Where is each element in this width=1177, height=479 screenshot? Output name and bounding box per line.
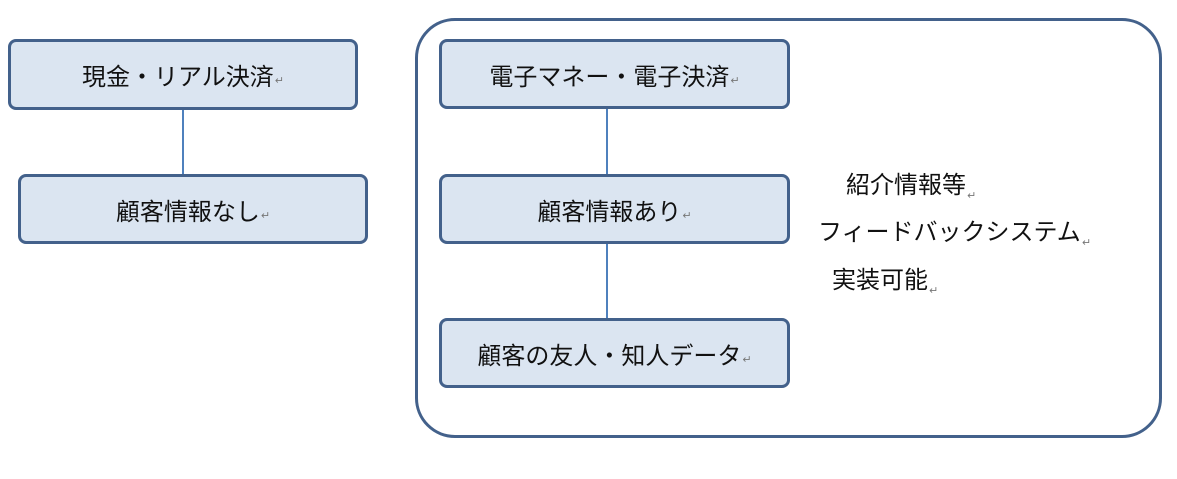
- paragraph-mark-icon: ↵: [742, 352, 752, 366]
- electronic-payment-group-frame: [415, 18, 1162, 438]
- implementable-text: 実装可能: [832, 266, 928, 294]
- paragraph-mark-icon: ↵: [929, 284, 939, 297]
- referral-info-note: 紹介情報等↵: [846, 165, 977, 202]
- electronic-payment-label: 電子マネー・電子決済: [489, 62, 730, 91]
- right-connector-line-upper: [606, 109, 608, 174]
- implementable-note: 実装可能↵: [832, 260, 939, 297]
- cash-payment-label: 現金・リアル決済: [82, 63, 274, 91]
- no-customer-info-label: 顧客情報なし: [115, 197, 260, 226]
- electronic-payment-box: 電子マネー・電子決済↵: [439, 39, 790, 109]
- cash-payment-box: 現金・リアル決済↵: [8, 39, 358, 110]
- referral-info-text: 紹介情報等: [846, 171, 966, 199]
- paragraph-mark-icon: ↵: [730, 73, 740, 87]
- feedback-system-text: フィードバックシステム: [818, 218, 1081, 246]
- right-connector-line-lower: [606, 244, 608, 318]
- feedback-system-note: フィードバックシステム↵: [818, 212, 1092, 249]
- customer-info-box: 顧客情報あり↵: [439, 174, 790, 244]
- paragraph-mark-icon: ↵: [260, 208, 271, 222]
- paragraph-mark-icon: ↵: [967, 189, 977, 202]
- left-connector-line: [182, 110, 184, 174]
- paragraph-mark-icon: ↵: [682, 208, 692, 222]
- friends-data-label: 顧客の友人・知人データ: [477, 341, 742, 370]
- friends-data-box: 顧客の友人・知人データ↵: [439, 318, 790, 388]
- no-customer-info-box: 顧客情報なし↵: [18, 174, 368, 244]
- paragraph-mark-icon: ↵: [274, 74, 284, 87]
- paragraph-mark-icon: ↵: [1081, 236, 1092, 249]
- customer-info-label: 顧客情報あり: [537, 197, 682, 226]
